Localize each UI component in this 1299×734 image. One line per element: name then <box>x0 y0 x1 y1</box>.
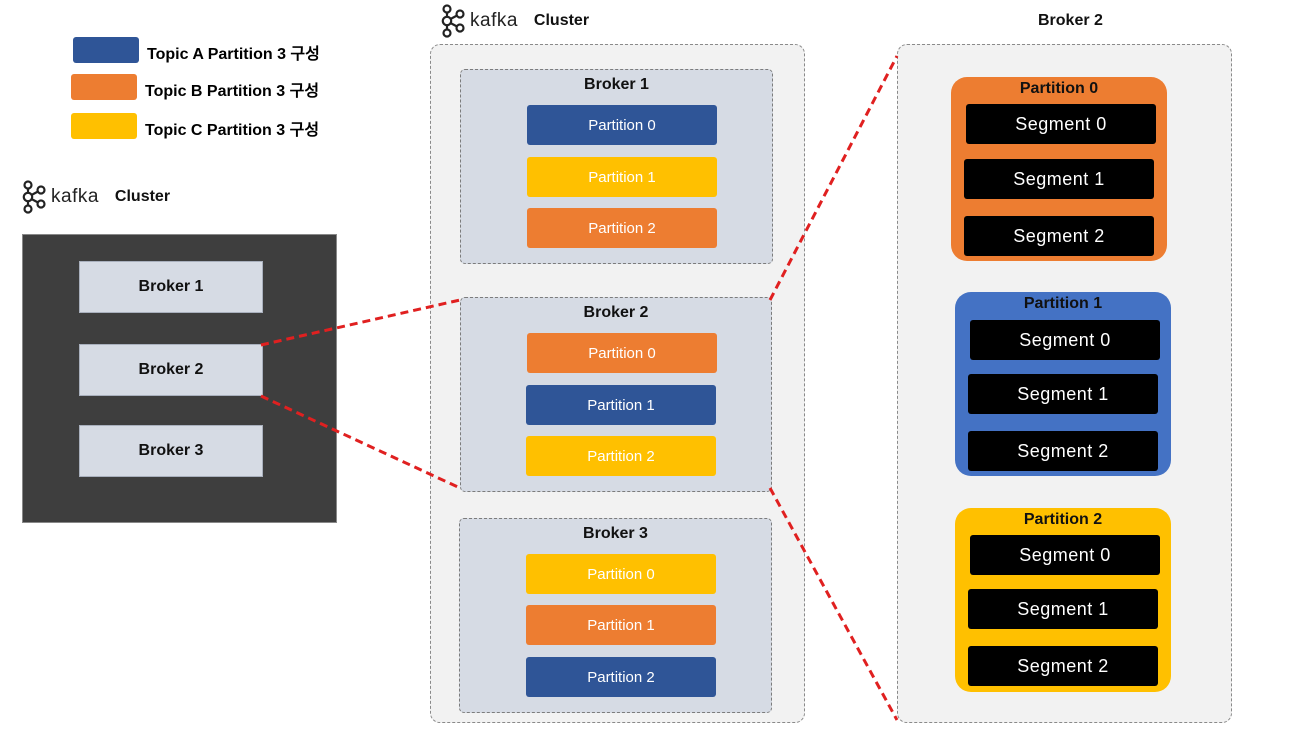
broker-3-partition-1: Partition 1 <box>526 605 716 645</box>
legend-label-topic-a: Topic A Partition 3 구성 <box>147 46 320 63</box>
detail-partition-0: Partition 0 Segment 0 Segment 1 Segment … <box>951 77 1167 261</box>
partition-1-segment-0: Segment 0 <box>970 320 1160 360</box>
broker-1-partition-1: Partition 1 <box>527 157 717 197</box>
kafka-wordmark: kafka <box>51 186 99 207</box>
small-broker-3: Broker 3 <box>79 425 263 477</box>
broker-2-partition-1: Partition 1 <box>526 385 716 425</box>
broker-1-partition-2: Partition 2 <box>527 208 717 248</box>
legend-swatch-topic-b <box>71 74 137 100</box>
legend-label-topic-b: Topic B Partition 3 구성 <box>145 83 320 100</box>
cluster-label-left: Cluster <box>114 188 171 205</box>
partition-0-segment-2: Segment 2 <box>964 216 1154 256</box>
partition-1-segment-2: Segment 2 <box>968 431 1158 471</box>
detail-partition-0-title: Partition 0 <box>1019 80 1099 97</box>
partition-2-segment-0: Segment 0 <box>970 535 1160 575</box>
legend-label-topic-c: Topic C Partition 3 구성 <box>145 122 320 139</box>
broker-1-title: Broker 1 <box>584 76 649 93</box>
broker-2-box: Broker 2 Partition 0 Partition 1 Partiti… <box>460 297 772 492</box>
detail-partition-1-title: Partition 1 <box>1023 295 1103 312</box>
small-broker-1: Broker 1 <box>79 261 263 313</box>
broker-2-partition-2: Partition 2 <box>526 436 716 476</box>
partition-2-segment-1: Segment 1 <box>968 589 1158 629</box>
legend-swatch-topic-a <box>73 37 139 63</box>
detail-partition-2: Partition 2 Segment 0 Segment 1 Segment … <box>955 508 1171 692</box>
kafka-wordmark: kafka <box>470 10 518 31</box>
partition-0-segment-0: Segment 0 <box>966 104 1156 144</box>
broker-2-partition-0: Partition 0 <box>527 333 717 373</box>
cluster-label-middle: Cluster <box>533 12 590 29</box>
detail-title: Broker 2 <box>1038 12 1103 29</box>
partition-2-segment-2: Segment 2 <box>968 646 1158 686</box>
partition-0-segment-1: Segment 1 <box>964 159 1154 199</box>
broker-1-partition-0: Partition 0 <box>527 105 717 145</box>
small-broker-2: Broker 2 <box>79 344 263 396</box>
detail-partition-2-title: Partition 2 <box>1023 511 1103 528</box>
kafka-logo-icon <box>441 4 465 38</box>
broker-2-title: Broker 2 <box>583 304 649 321</box>
broker-1-box: Broker 1 Partition 0 Partition 1 Partiti… <box>460 69 773 264</box>
partition-1-segment-1: Segment 1 <box>968 374 1158 414</box>
broker-3-title: Broker 3 <box>583 525 648 542</box>
kafka-logo-left: kafka Cluster <box>21 180 170 214</box>
broker-3-box: Broker 3 Partition 0 Partition 1 Partiti… <box>459 518 772 713</box>
kafka-logo-middle: kafka Cluster <box>440 4 589 38</box>
broker-3-partition-2: Partition 2 <box>526 657 716 697</box>
kafka-logo-icon <box>22 180 46 214</box>
legend-swatch-topic-c <box>71 113 137 139</box>
broker-3-partition-0: Partition 0 <box>526 554 716 594</box>
detail-partition-1: Partition 1 Segment 0 Segment 1 Segment … <box>955 292 1171 476</box>
